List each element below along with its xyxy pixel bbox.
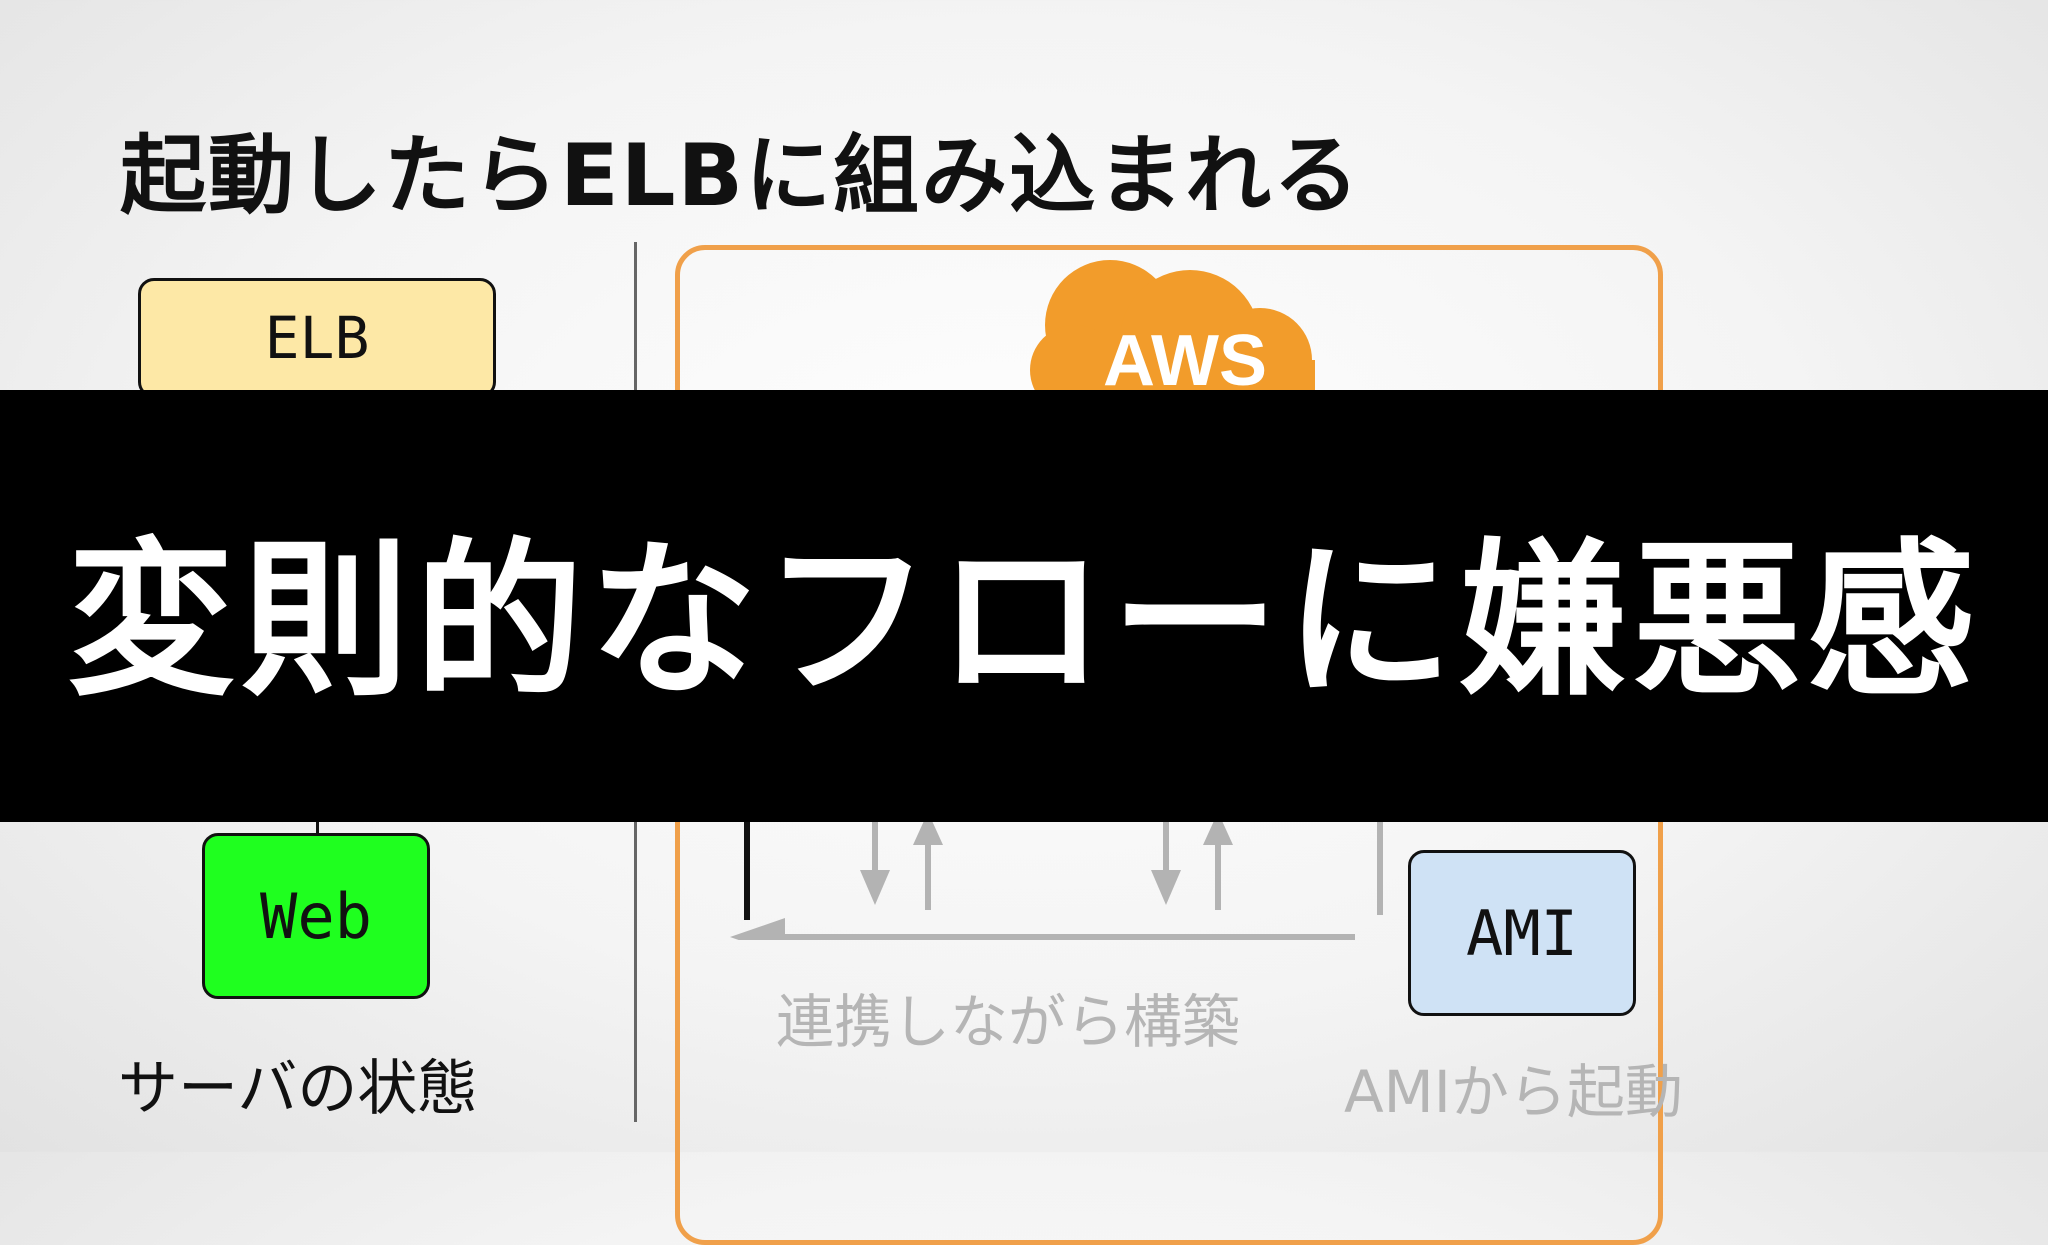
elb-box: ELB (138, 278, 496, 398)
banner-text: 変則的なフローに嫌悪感 (67, 522, 1981, 719)
elb-label: ELB (264, 304, 370, 372)
ami-start-caption: AMIから起動 (1344, 1058, 1683, 1126)
slide-title: 起動したらELBに組み込まれる (120, 126, 1362, 226)
web-label: Web (260, 879, 372, 953)
ami-label: AMI (1466, 896, 1578, 970)
ami-box: AMI (1408, 850, 1636, 1016)
server-state-caption: サーバの状態 (118, 1054, 478, 1124)
aws-cloud-label: AWS (1103, 321, 1267, 401)
overlay-banner: 変則的なフローに嫌悪感 (0, 390, 2048, 822)
collaboration-caption: 連携しながら構築 (776, 988, 1241, 1056)
left-arrow-head (730, 918, 785, 940)
aws-cloud-icon: AWS (1030, 260, 1315, 405)
flow-arrows (730, 812, 1383, 940)
web-server-box: Web (202, 833, 430, 999)
